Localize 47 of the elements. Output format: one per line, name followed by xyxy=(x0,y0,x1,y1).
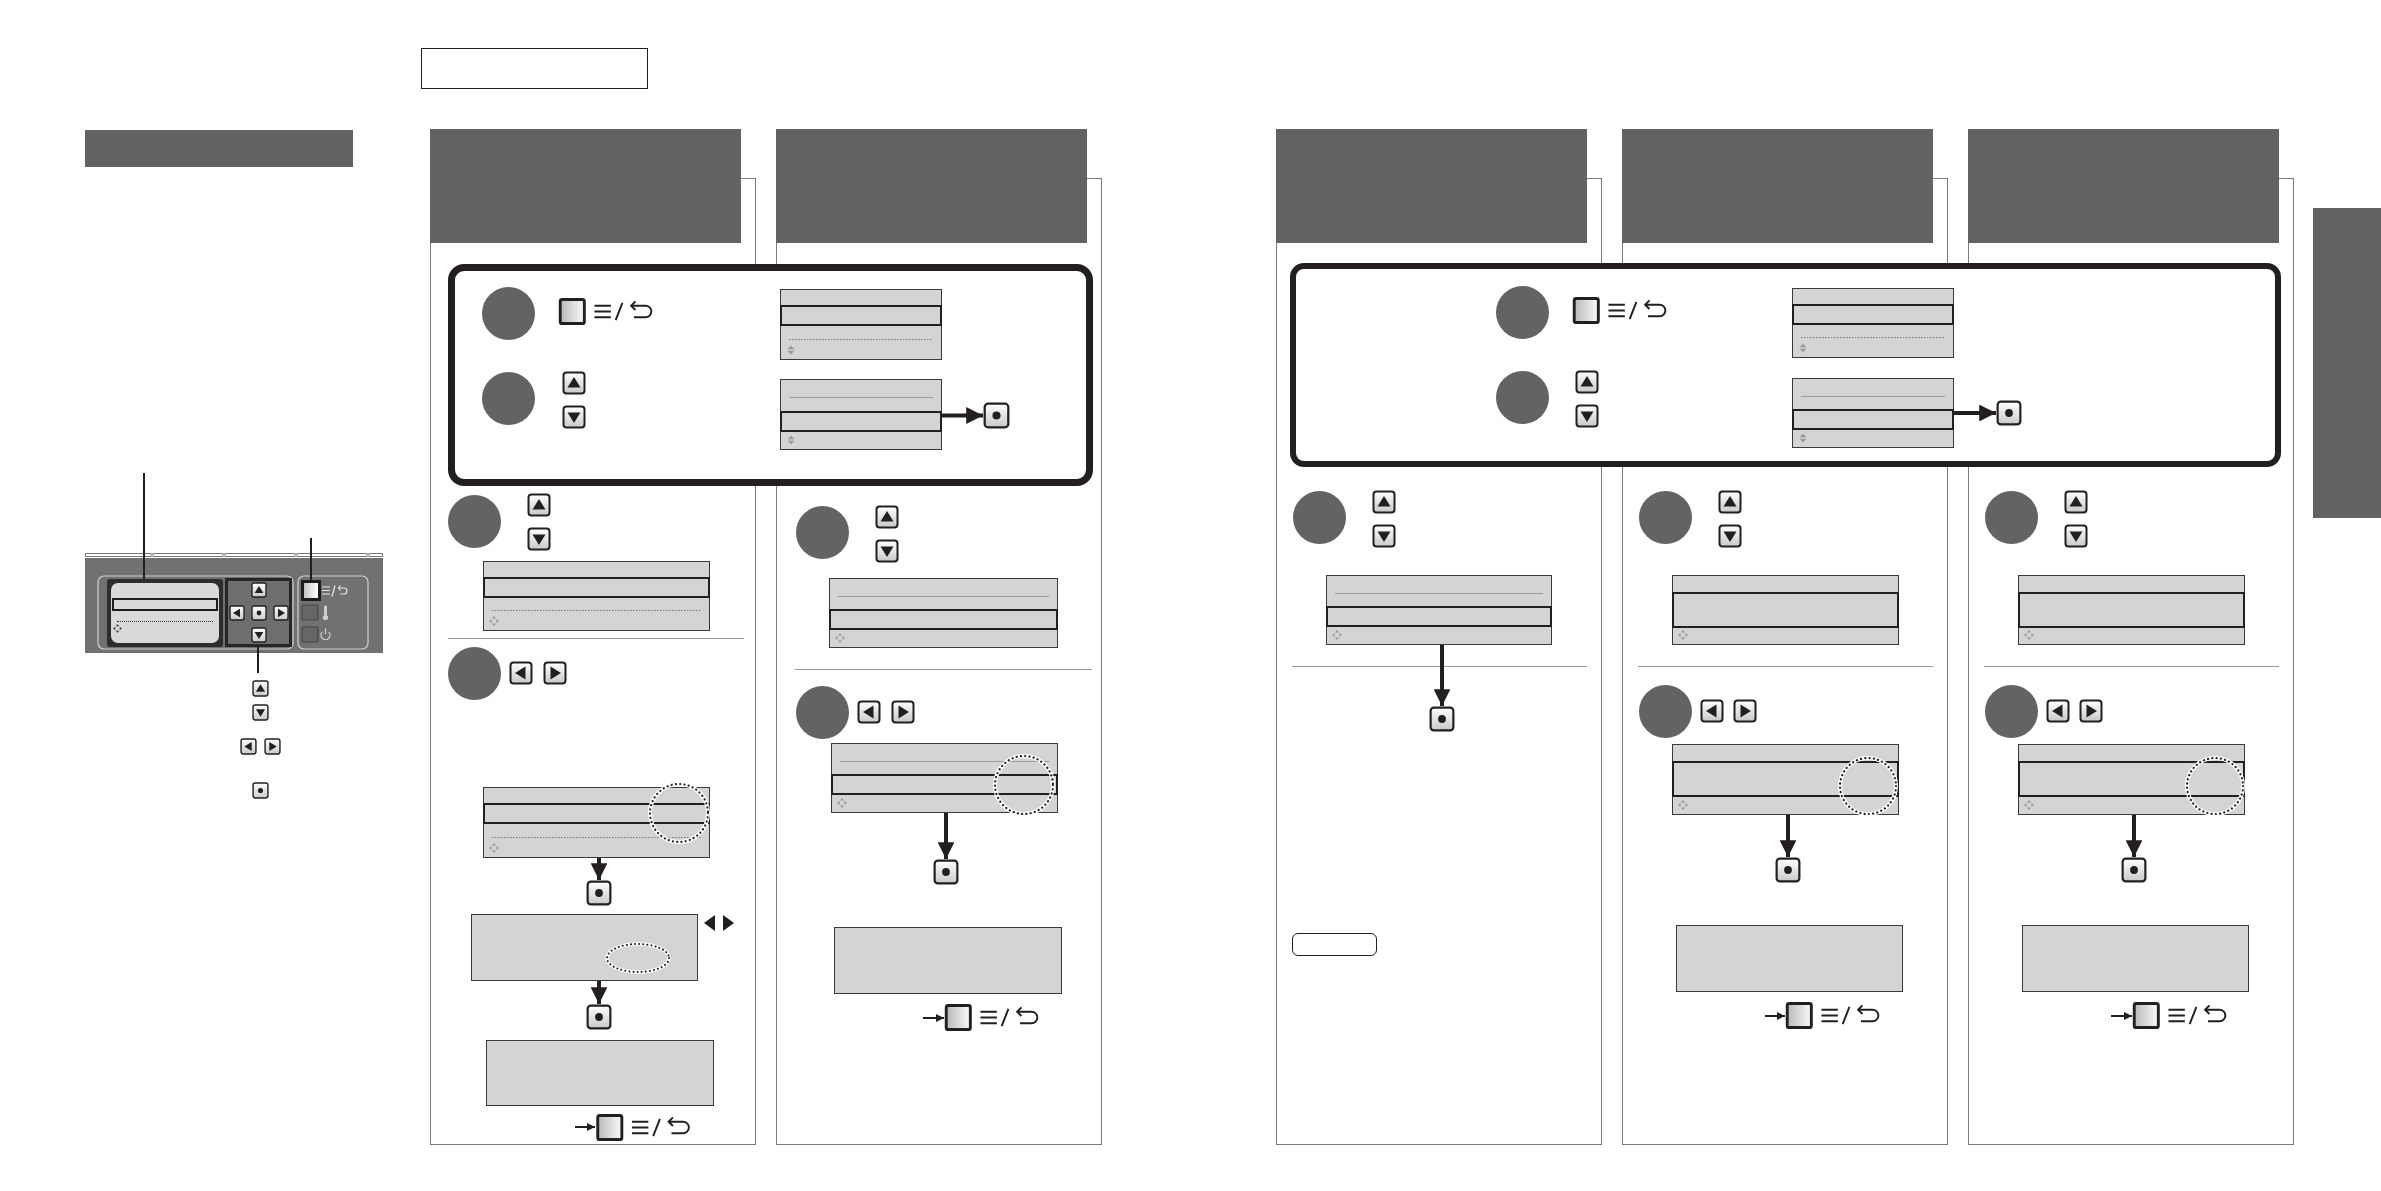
control-panel-illustration xyxy=(85,552,383,653)
leader-line xyxy=(143,472,145,580)
display-screen xyxy=(1672,744,1899,815)
display-screen xyxy=(483,561,710,631)
arrow xyxy=(1779,815,1797,857)
arrow xyxy=(937,813,955,859)
arrow xyxy=(942,407,983,424)
arrow xyxy=(590,858,608,880)
display-screen xyxy=(1792,378,1954,448)
direction-pad xyxy=(225,578,292,647)
leader-line xyxy=(257,646,259,674)
enter-key-icon xyxy=(2121,857,2147,883)
display-screen xyxy=(471,914,698,981)
display-screen xyxy=(1792,288,1954,358)
enter-key-icon xyxy=(1775,857,1801,883)
display-screen xyxy=(1326,575,1552,645)
display-screen xyxy=(486,1040,714,1106)
display-screen xyxy=(834,927,1062,994)
display-screen xyxy=(1672,575,1899,645)
enter-key-icon xyxy=(586,880,612,906)
side-tab xyxy=(2313,208,2381,518)
arrow xyxy=(590,981,608,1004)
arrow xyxy=(922,1013,945,1023)
display-screen xyxy=(780,289,942,360)
display-screen xyxy=(1676,925,1903,992)
display-screen xyxy=(2018,575,2245,645)
menu-button xyxy=(301,580,321,601)
arrow xyxy=(574,1122,596,1132)
enter-key-icon xyxy=(1996,400,2022,426)
display-screen xyxy=(2018,744,2245,815)
lcd-screen xyxy=(107,579,223,647)
arrow xyxy=(1954,404,1996,422)
enter-key-icon xyxy=(586,1004,612,1030)
display-screen xyxy=(829,578,1058,648)
leader-line xyxy=(310,537,312,581)
display-screen xyxy=(2022,925,2249,992)
arrow xyxy=(2125,815,2143,857)
enter-key-icon xyxy=(933,859,959,885)
arrow xyxy=(1764,1011,1786,1021)
display-screen xyxy=(780,379,942,450)
enter-key-icon xyxy=(1429,706,1455,732)
display-screen xyxy=(483,787,710,858)
display-screen xyxy=(831,743,1058,813)
heading-bar xyxy=(85,130,353,167)
arrow xyxy=(2110,1011,2133,1021)
enter-key-icon xyxy=(983,402,1010,429)
arrow xyxy=(1433,645,1451,706)
